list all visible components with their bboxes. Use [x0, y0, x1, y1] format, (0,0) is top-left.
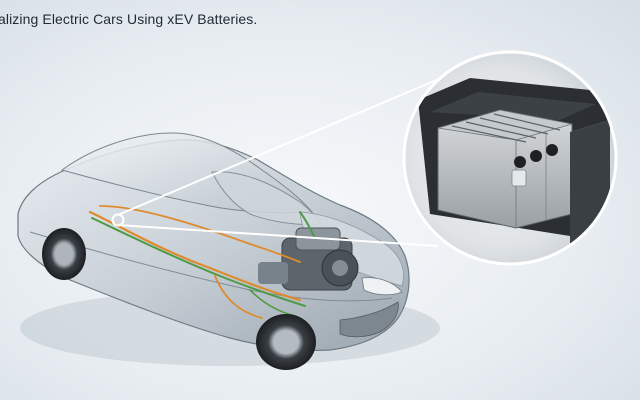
battery-cells [437, 109, 573, 229]
callout-line-bottom [117, 224, 439, 247]
battery-callout [402, 50, 618, 266]
rear-wheel [42, 228, 86, 280]
front-wheel [256, 314, 316, 370]
callout-line-top [117, 75, 447, 216]
battery-terminals [511, 144, 558, 187]
headline: alizing Electric Cars Using xEV Batterie… [0, 11, 258, 27]
